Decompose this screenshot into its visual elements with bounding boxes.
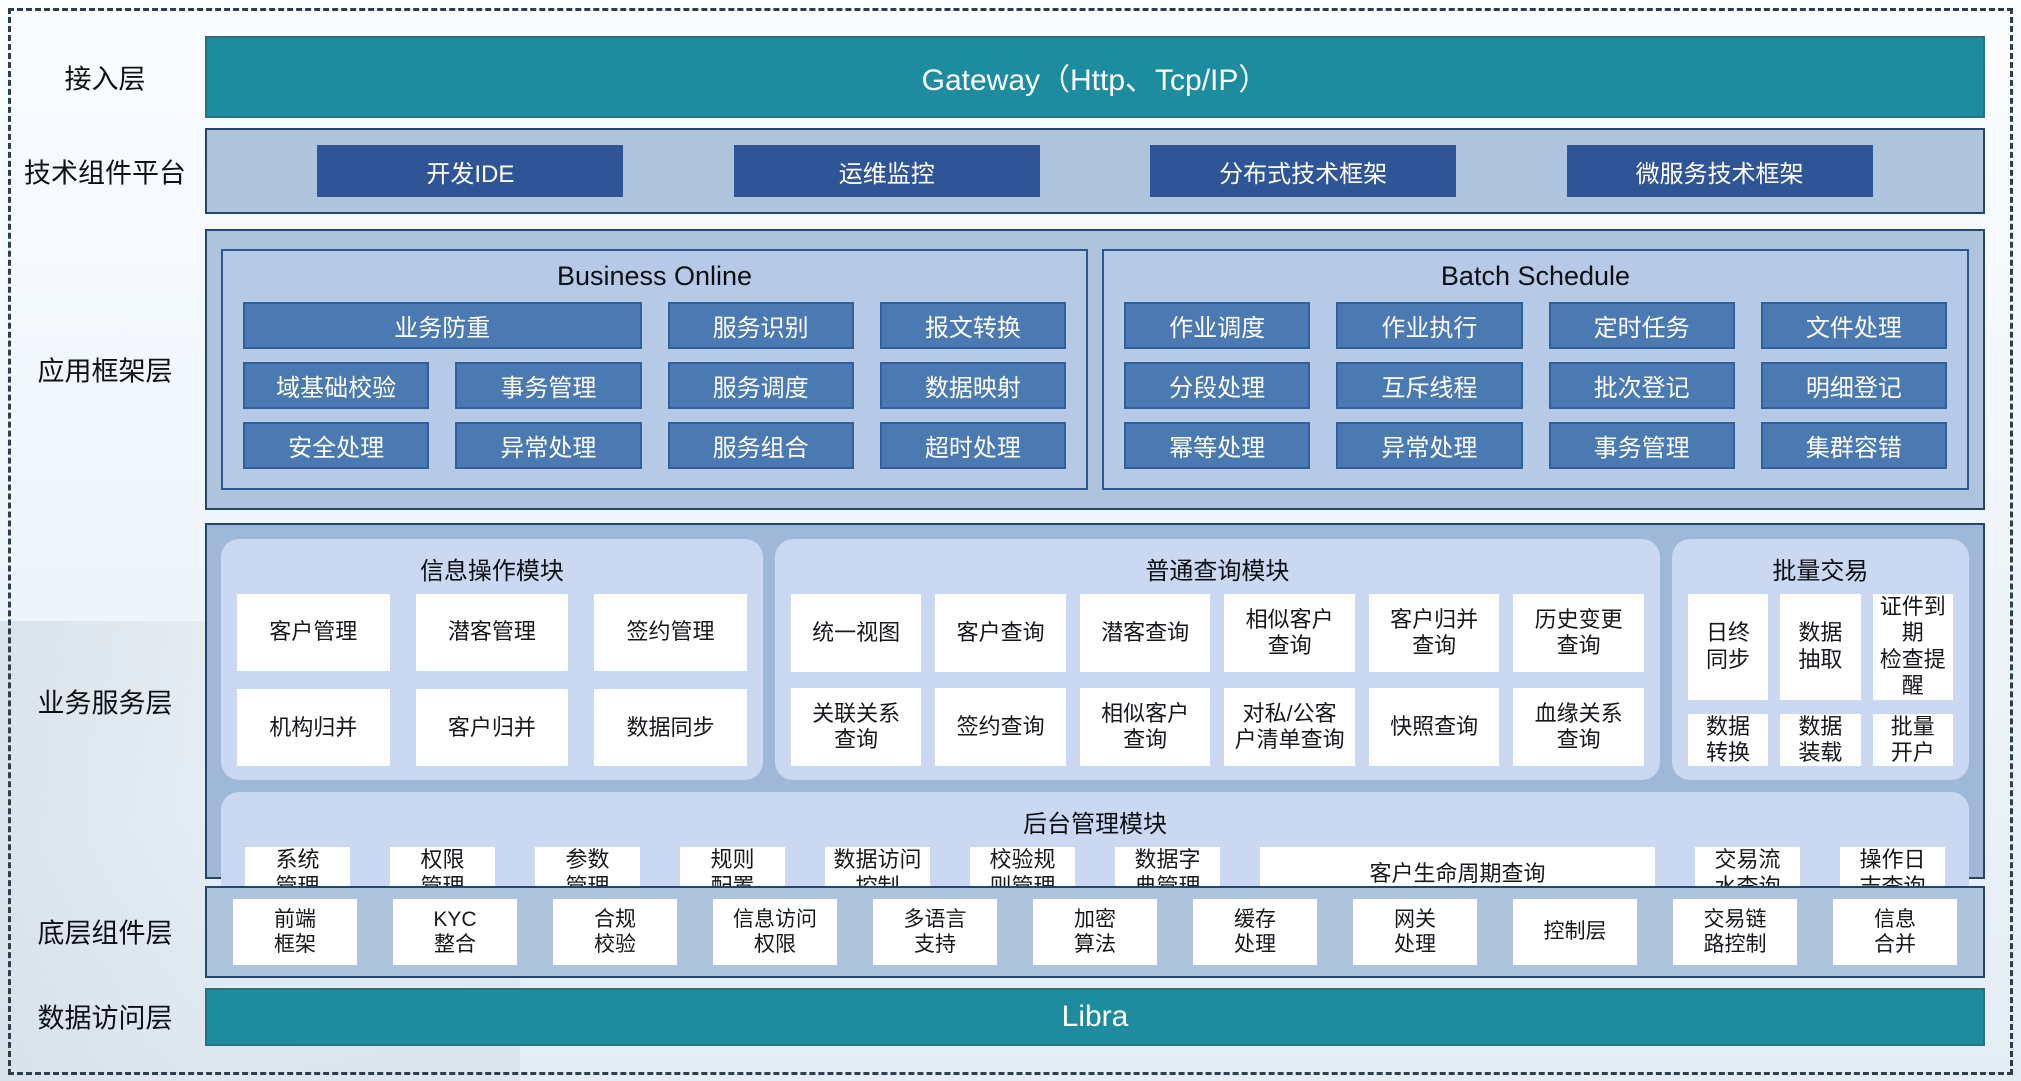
batch-schedule-item: 定时任务 xyxy=(1548,302,1735,349)
layer-label-business-service: 业务服务层 xyxy=(37,688,173,719)
business-online-item: 报文转换 xyxy=(879,302,1066,349)
business-online-item: 服务组合 xyxy=(667,422,854,469)
business-online-item: 异常处理 xyxy=(455,422,642,469)
business-online-section: Business Online 业务防重服务识别报文转换域基础校验事务管理服务调… xyxy=(221,249,1088,490)
business-online-item: 事务管理 xyxy=(455,362,642,409)
query-item: 相似客户 查询 xyxy=(1079,688,1211,767)
layer-label-tech-platform: 技术组件平台 xyxy=(24,158,186,189)
batch-trade-title: 批量交易 xyxy=(1772,558,1869,585)
business-online-item: 服务识别 xyxy=(667,302,854,349)
batch-trade-grid: 日终 同步数据 抽取证件到期 检查提醒数据 转换数据 装载批量 开户 xyxy=(1687,594,1953,767)
batch-schedule-item: 异常处理 xyxy=(1336,422,1523,469)
info-ops-title: 信息操作模块 xyxy=(419,558,564,585)
layer-label-app-framework: 应用框架层 xyxy=(37,356,173,387)
tech-platform-item: 微服务技术框架 xyxy=(1566,145,1873,197)
base-components-container: 前端 框架 KYC 整合合规 校验信息访问 权限多语言 支持加密 算法缓存 处理网… xyxy=(205,886,1985,978)
gateway-bar-label: Gateway（Http、Tcp/IP） xyxy=(921,64,1269,97)
layer-label-access: 接入层 xyxy=(64,64,146,95)
base-component-item: 加密 算法 xyxy=(1033,899,1157,965)
batch-schedule-item: 幂等处理 xyxy=(1124,422,1311,469)
query-item: 关联关系 查询 xyxy=(790,688,922,767)
batch-schedule-item: 事务管理 xyxy=(1548,422,1735,469)
batch-schedule-item: 集群容错 xyxy=(1760,422,1947,469)
business-online-grid: 业务防重服务识别报文转换域基础校验事务管理服务调度数据映射安全处理异常处理服务组… xyxy=(243,302,1066,469)
libra-bar: Libra xyxy=(205,988,1985,1046)
query-item: 历史变更 查询 xyxy=(1513,594,1644,673)
batch-schedule-item: 互斥线程 xyxy=(1336,362,1523,409)
batch-schedule-grid: 作业调度作业执行定时任务文件处理分段处理互斥线程批次登记明细登记幂等处理异常处理… xyxy=(1124,302,1947,469)
tech-platform-item: 开发IDE xyxy=(317,145,624,197)
query-title: 普通查询模块 xyxy=(1145,558,1290,585)
app-framework-container: Business Online 业务防重服务识别报文转换域基础校验事务管理服务调… xyxy=(205,229,1985,510)
batch-schedule-item: 文件处理 xyxy=(1760,302,1947,349)
libra-bar-label: Libra xyxy=(1061,1000,1129,1033)
tech-platform-container: 开发IDE 运维监控 分布式技术框架 微服务技术框架 xyxy=(205,128,1985,214)
base-component-item: 合规 校验 xyxy=(553,899,677,965)
batch-schedule-item: 分段处理 xyxy=(1124,362,1311,409)
business-online-item: 超时处理 xyxy=(879,422,1066,469)
business-online-item: 业务防重 xyxy=(243,302,642,349)
batch-trade-item: 数据 抽取 xyxy=(1780,594,1861,700)
business-service-top-row: 信息操作模块 客户管理潜客管理签约管理机构归并客户归并数据同步 普通查询模块 统… xyxy=(221,539,1969,781)
query-item: 快照查询 xyxy=(1368,688,1500,767)
base-component-item: 网关 处理 xyxy=(1353,899,1477,965)
query-item: 签约查询 xyxy=(935,688,1066,767)
query-grid: 统一视图客户查询潜客查询相似客户 查询客户归并 查询历史变更 查询关联关系 查询… xyxy=(790,594,1644,767)
query-item: 潜客查询 xyxy=(1079,594,1211,673)
batch-schedule-item: 明细登记 xyxy=(1760,362,1947,409)
batch-schedule-title: Batch Schedule xyxy=(1440,261,1631,291)
batch-schedule-section: Batch Schedule 作业调度作业执行定时任务文件处理分段处理互斥线程批… xyxy=(1102,249,1969,490)
admin-title: 后台管理模块 xyxy=(1023,811,1167,839)
business-service-container: 信息操作模块 客户管理潜客管理签约管理机构归并客户归并数据同步 普通查询模块 统… xyxy=(205,523,1985,915)
info-ops-item: 机构归并 xyxy=(237,689,390,767)
base-component-item: 缓存 处理 xyxy=(1193,899,1317,965)
tech-platform-item: 分布式技术框架 xyxy=(1150,145,1457,197)
base-component-item: 信息 合并 xyxy=(1833,899,1957,965)
info-ops-item: 数据同步 xyxy=(594,689,747,767)
base-component-item: 控制层 xyxy=(1513,899,1637,965)
query-item: 血缘关系 查询 xyxy=(1513,688,1644,767)
business-online-title: Business Online xyxy=(556,261,753,291)
batch-trade-item: 数据 转换 xyxy=(1687,713,1769,767)
query-item: 相似客户 查询 xyxy=(1224,594,1355,673)
business-online-item: 安全处理 xyxy=(243,422,430,469)
layer-label-data-access: 数据访问层 xyxy=(37,1003,173,1034)
tech-platform-item: 运维监控 xyxy=(733,145,1040,197)
query-item: 对私/公客 户清单查询 xyxy=(1224,688,1355,767)
business-online-item: 数据映射 xyxy=(879,362,1066,409)
batch-schedule-item: 批次登记 xyxy=(1548,362,1735,409)
info-ops-item: 潜客管理 xyxy=(415,594,569,672)
batch-schedule-item: 作业执行 xyxy=(1336,302,1523,349)
batch-trade-item: 批量 开户 xyxy=(1872,713,1953,767)
batch-trade-item: 日终 同步 xyxy=(1687,594,1769,700)
info-ops-panel: 信息操作模块 客户管理潜客管理签约管理机构归并客户归并数据同步 xyxy=(221,539,763,781)
batch-trade-panel: 批量交易 日终 同步数据 抽取证件到期 检查提醒数据 转换数据 装载批量 开户 xyxy=(1671,539,1969,781)
base-component-item: 信息访问 权限 xyxy=(713,899,837,965)
query-item: 客户归并 查询 xyxy=(1368,594,1500,673)
business-online-item: 服务调度 xyxy=(667,362,854,409)
batch-trade-item: 证件到期 检查提醒 xyxy=(1872,594,1953,700)
batch-schedule-item: 作业调度 xyxy=(1124,302,1311,349)
business-online-item: 域基础校验 xyxy=(243,362,430,409)
info-ops-item: 客户管理 xyxy=(237,594,390,672)
query-item: 统一视图 xyxy=(790,594,922,673)
batch-trade-item: 数据 装载 xyxy=(1780,713,1861,767)
layer-label-base-components: 底层组件层 xyxy=(37,918,173,949)
info-ops-grid: 客户管理潜客管理签约管理机构归并客户归并数据同步 xyxy=(237,594,747,767)
base-component-item: KYC 整合 xyxy=(393,899,517,965)
base-component-item: 多语言 支持 xyxy=(873,899,997,965)
info-ops-item: 客户归并 xyxy=(415,689,569,767)
query-item: 客户查询 xyxy=(935,594,1066,673)
gateway-bar: Gateway（Http、Tcp/IP） xyxy=(205,36,1985,118)
base-component-item: 交易链 路控制 xyxy=(1673,899,1797,965)
base-component-item: 前端 框架 xyxy=(233,899,357,965)
query-panel: 普通查询模块 统一视图客户查询潜客查询相似客户 查询客户归并 查询历史变更 查询… xyxy=(774,539,1660,781)
info-ops-item: 签约管理 xyxy=(594,594,747,672)
